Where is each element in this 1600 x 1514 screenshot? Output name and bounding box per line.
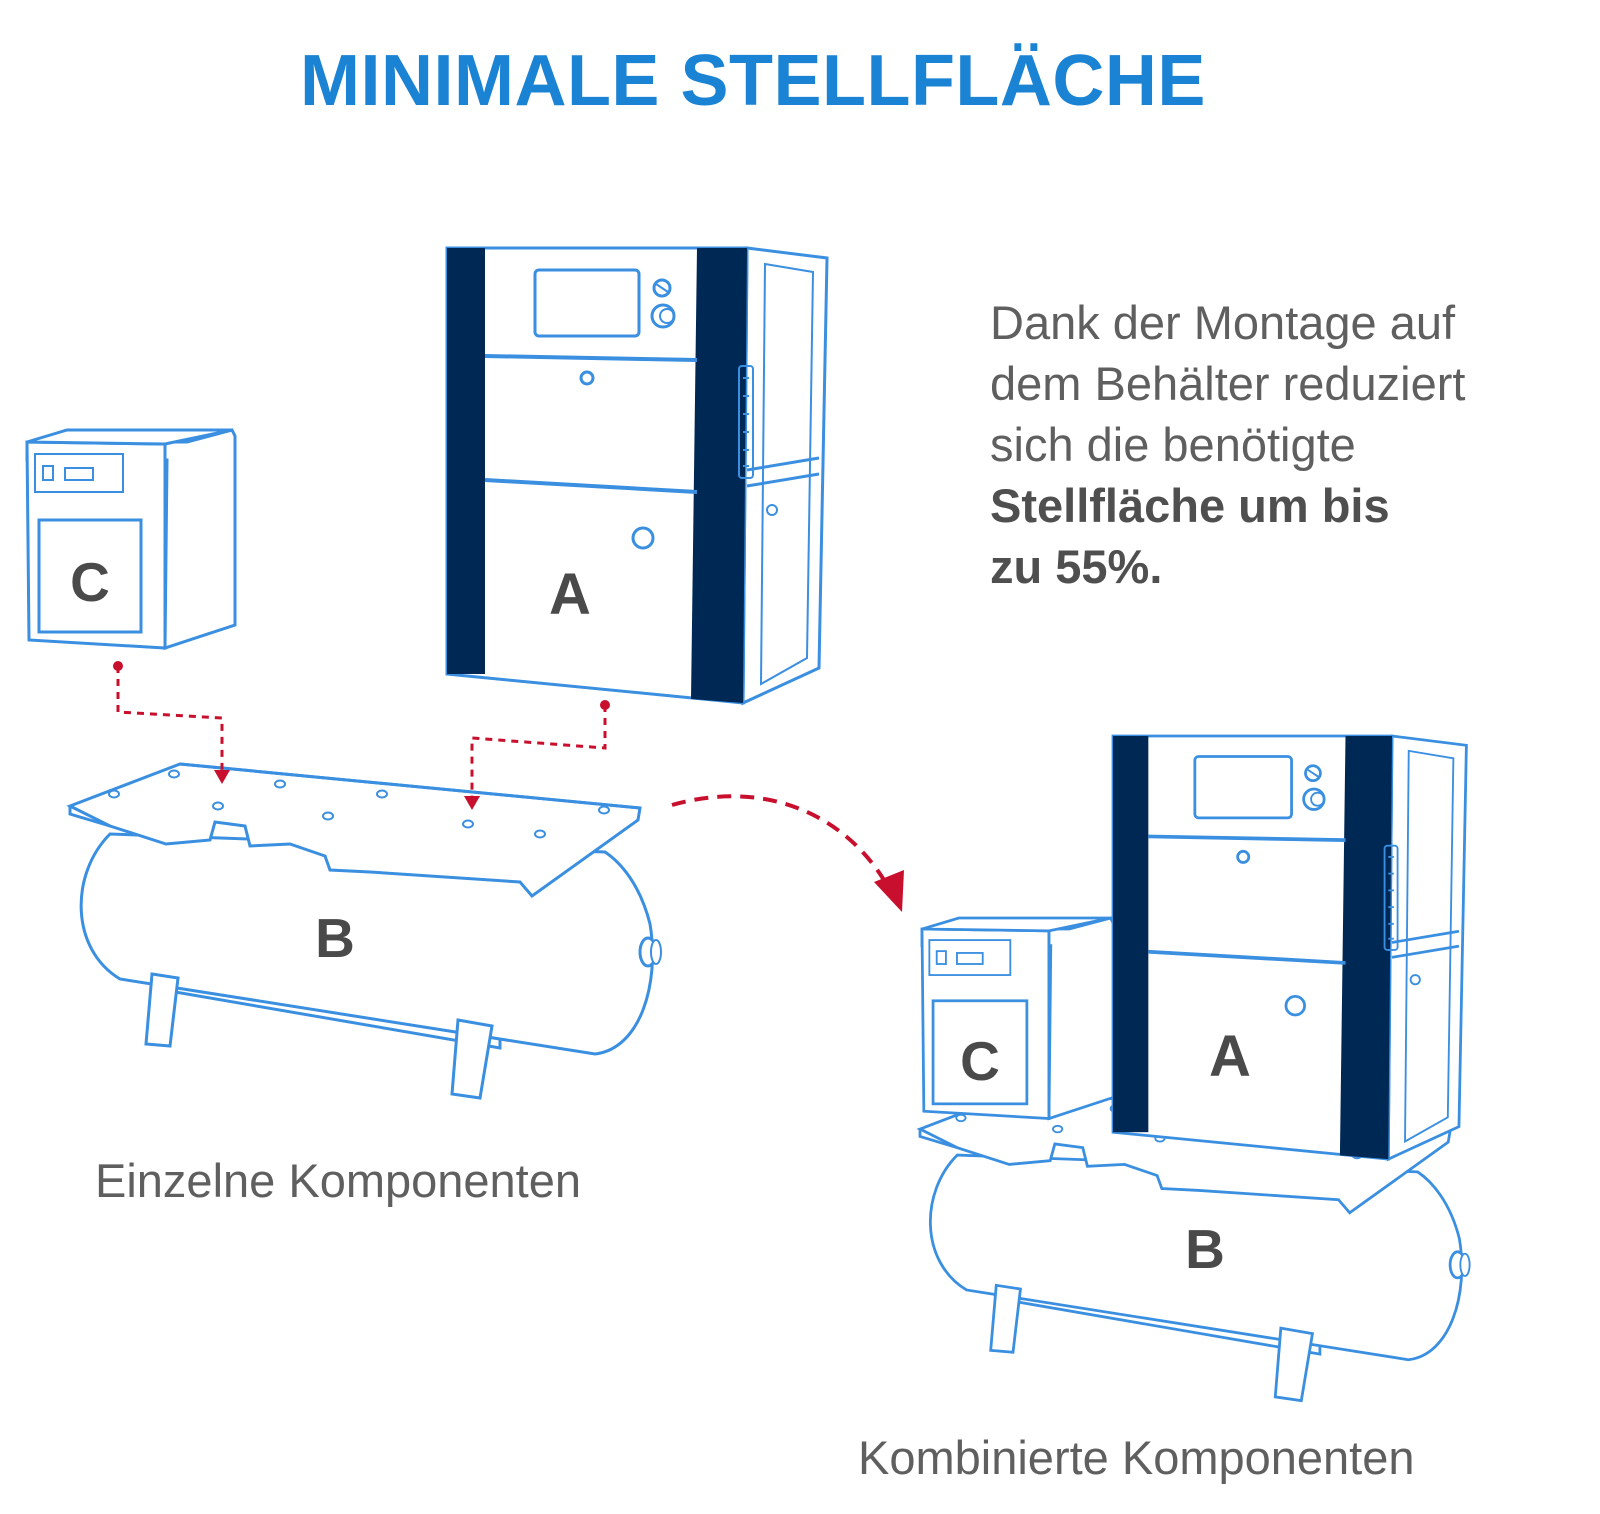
label-c-left: C [70, 551, 110, 613]
caption-combined-components: Kombinierte Komponenten [858, 1431, 1415, 1484]
unit-c-combined [920, 916, 1115, 1120]
description-highlight: zu 55%. [990, 540, 1163, 593]
tank-b-individual [68, 762, 663, 1100]
label-c-right: C [960, 1030, 1000, 1092]
description-text: Dank der Montage auf dem Behälter reduzi… [990, 292, 1570, 597]
page-title: MINIMALE STELLFLÄCHE [300, 41, 1206, 121]
unit-c-individual [25, 428, 237, 650]
description-line: dem Behälter reduziert [990, 357, 1466, 410]
label-a-left: A [549, 562, 591, 627]
description-line: Dank der Montage auf [990, 296, 1456, 349]
combine-arrow [671, 794, 904, 912]
description-line: sich die benötigte [990, 418, 1356, 471]
mount-arrow-a [464, 700, 610, 810]
label-b-left: B [315, 907, 355, 969]
unit-a-individual [445, 246, 829, 705]
label-a-right: A [1209, 1024, 1251, 1089]
label-b-right: B [1185, 1218, 1225, 1280]
mount-arrow-c [113, 661, 230, 784]
caption-individual-components: Einzelne Komponenten [95, 1154, 582, 1207]
description-highlight: Stellfläche um bis [990, 479, 1390, 532]
unit-a-combined [1111, 734, 1469, 1162]
